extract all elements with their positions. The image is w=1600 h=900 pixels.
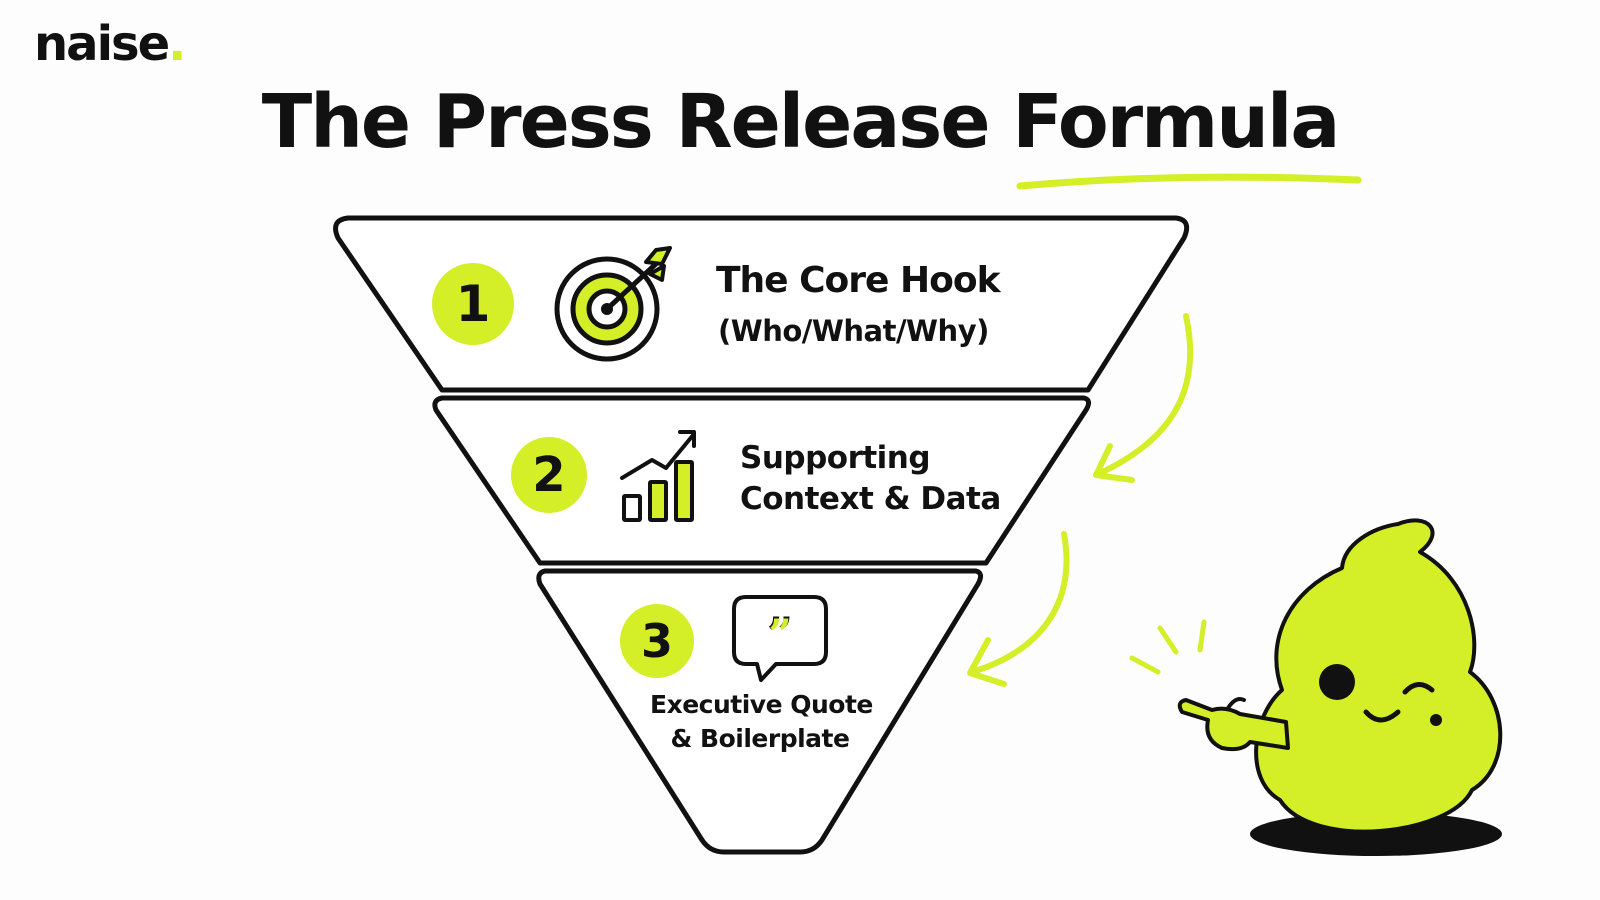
step-3-line-1: Executive Quote xyxy=(650,690,873,719)
growth-chart-icon xyxy=(620,430,696,522)
step-1-number: 1 xyxy=(455,275,491,333)
funnel-segment-1 xyxy=(333,215,1190,393)
brand-logo: naise. xyxy=(34,20,186,68)
step-1-title: The Core Hook xyxy=(716,260,1001,301)
step-1-number-circle xyxy=(432,263,514,345)
step-2-line-1: Supporting xyxy=(740,440,931,476)
title-highlight: Formula xyxy=(1012,79,1340,165)
title-prefix: The Press Release xyxy=(261,79,991,165)
step-3-number: 3 xyxy=(640,614,673,668)
svg-text:”: ” xyxy=(767,607,793,661)
mascot-pointing-icon xyxy=(1129,518,1503,856)
flow-arrow-1 xyxy=(1093,313,1194,483)
step-2-line-2: Context & Data xyxy=(740,481,1001,517)
step-3-number-circle xyxy=(620,604,694,678)
flow-arrow-2 xyxy=(967,531,1070,687)
page-title: The Press Release Formula xyxy=(0,79,1600,165)
svg-text:”: ” xyxy=(768,611,791,658)
brand-name: naise xyxy=(34,16,170,72)
step-2-number-circle xyxy=(511,437,587,513)
step-1-subtitle: (Who/What/Why) xyxy=(718,314,989,348)
target-icon xyxy=(554,246,672,362)
title-underline xyxy=(1016,173,1362,190)
quote-bubble-icon: ” ” xyxy=(732,595,828,682)
brand-dot: . xyxy=(168,16,186,72)
funnel-segment-2 xyxy=(432,395,1092,566)
step-2-number: 2 xyxy=(532,447,566,503)
step-3-line-2: & Boilerplate xyxy=(670,724,850,753)
